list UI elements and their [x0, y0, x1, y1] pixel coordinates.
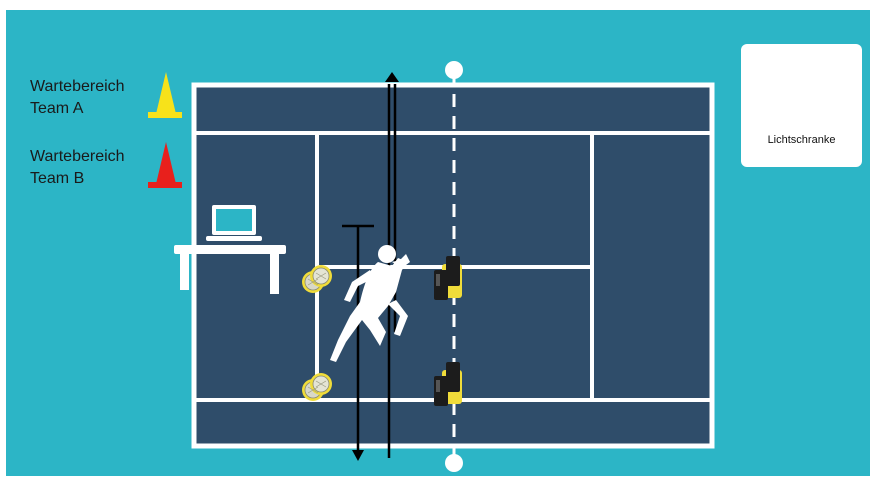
- legend-team-a-line2: Team A: [30, 98, 125, 120]
- cone-icon-team-a: [148, 72, 182, 118]
- legend-team-a-line1: Wartebereich: [30, 76, 125, 98]
- legend-card: Lichtschranke: [741, 44, 862, 167]
- cone-icon-team-b: [148, 142, 182, 188]
- legend-team-b-line1: Wartebereich: [30, 146, 125, 168]
- legend-team-b: Wartebereich Team B: [30, 146, 125, 190]
- legend-team-a: Wartebereich Team A: [30, 76, 125, 120]
- legend-team-b-line2: Team B: [30, 168, 125, 190]
- card-label: Lichtschranke: [741, 134, 862, 146]
